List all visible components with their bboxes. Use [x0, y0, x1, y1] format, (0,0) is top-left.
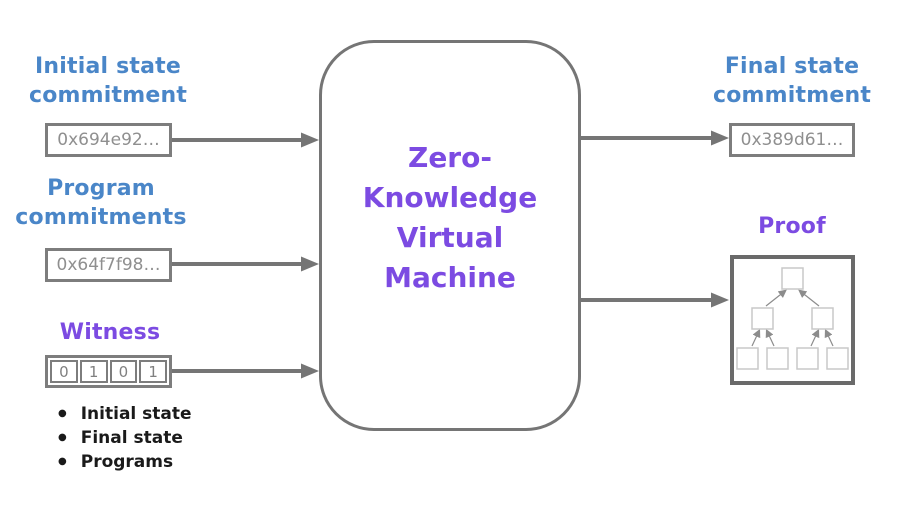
witness-note-item: ● Initial state [58, 403, 192, 424]
final-state-commitment-label: Final state commitment [712, 54, 872, 108]
bullet-dot-icon: ● [58, 455, 67, 467]
witness-note-text: Final state [80, 427, 183, 448]
proof-label: Proof [758, 214, 826, 239]
witness-note-item: ● Final state [58, 427, 192, 448]
final-state-hash-box: 0x389d61… [729, 123, 855, 157]
arrow-vm-to-proof [581, 292, 729, 308]
witness-note-text: Initial state [80, 403, 192, 424]
merkle-tree-icon [736, 267, 849, 370]
bullet-dot-icon: ● [58, 407, 67, 419]
witness-bit-0: 0 [50, 360, 78, 383]
witness-notes-list: ● Initial state ● Final state ● Programs [58, 403, 192, 472]
witness-bit-array: 0 1 0 1 [45, 355, 172, 388]
proof-box [730, 255, 855, 385]
arrow-program-to-vm [172, 256, 319, 272]
witness-bit-1: 1 [79, 360, 108, 383]
witness-bit-2: 0 [109, 360, 138, 383]
program-hash-box: 0x64f7f98… [45, 248, 172, 282]
final-state-hash-value: 0x389d61… [740, 130, 844, 150]
witness-note-item: ● Programs [58, 451, 192, 472]
zkvm-label: Zero- Knowledge Virtual Machine [362, 141, 538, 294]
witness-bit-3: 1 [139, 360, 167, 383]
initial-state-hash-value: 0x694e92… [57, 130, 160, 150]
zkvm-box: Zero- Knowledge Virtual Machine [319, 40, 581, 431]
bullet-dot-icon: ● [58, 431, 67, 443]
arrow-vm-to-final-state [581, 130, 729, 146]
witness-note-text: Programs [80, 451, 174, 472]
program-commitments-label: Program commitments [15, 176, 187, 230]
arrow-witness-to-vm [172, 363, 319, 379]
arrow-initial-state-to-vm [172, 132, 319, 148]
program-hash-value: 0x64f7f98… [56, 255, 161, 275]
witness-label: Witness [59, 320, 161, 345]
initial-state-hash-box: 0x694e92… [45, 123, 172, 157]
initial-state-commitment-label: Initial state commitment [28, 54, 188, 108]
